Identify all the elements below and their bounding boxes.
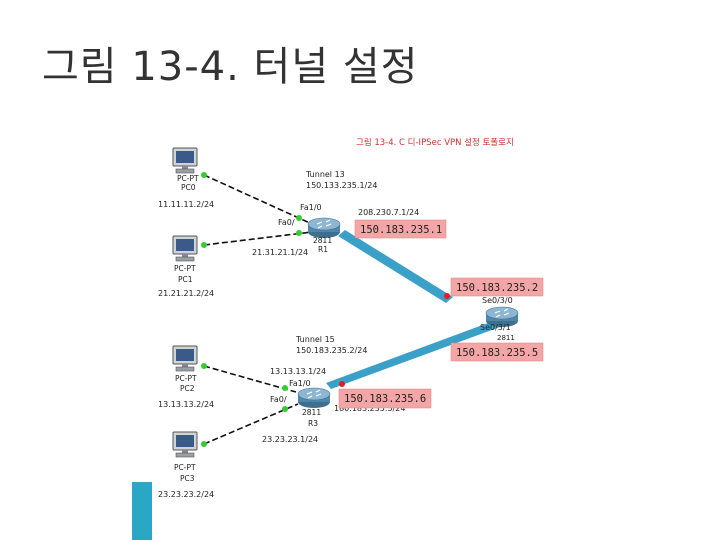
link-pc1-r1 [203,231,313,246]
ip-box-r2b-text: 150.183.235.5 [456,347,538,359]
pc1-name: PC1 [178,275,193,284]
r2-model: 2811 [497,334,515,342]
pc3-name: PC3 [180,474,195,483]
pc-icon [172,147,198,174]
tunnel13-ip: 150.133.235.1/24 [306,181,377,190]
ip-box-r3-text: 150.183.235.6 [344,393,426,405]
slide-title: 그림 13-4. 터널 설정 [42,44,419,90]
r3-name: R3 [308,419,318,428]
r3-model: 2811 [302,408,321,417]
pc2-name: PC2 [180,384,195,393]
pc3-ip: 23.23.23.2/24 [158,490,214,499]
pc0-type: PC-PT [177,174,199,183]
ip-box-r2a: 150.183.235.2 [450,277,544,297]
r3-lan2-label: 23.23.23.1/24 [262,435,318,444]
pc1[interactable]: PC-PT PC1 21.21.21.2/24 [158,235,214,298]
tunnel15-name: Tunnel 15 [295,335,335,344]
lan-links [203,174,313,445]
router-icon [307,217,341,239]
r3-fa0-label: Fa1/0 [289,379,311,388]
pc-icon [172,235,198,262]
ip-box-r3: 150.183.235.6 [338,388,432,409]
r3-lan1-label: 13.13.13.1/24 [270,367,326,376]
router-icon [297,387,331,409]
ip-box-r1: 150.183.235.1 [354,219,447,239]
pc2-type: PC-PT [175,374,197,383]
r3-wan-label: 180.183.235.5/24 [334,404,405,413]
r1-name: R1 [318,245,328,254]
pc0-name: PC0 [181,183,196,192]
ip-box-r1-text: 150.183.235.1 [360,224,442,236]
link-r3-r2 [326,320,500,389]
link-pc0-r1 [203,174,313,225]
accent-band [132,482,152,540]
pc0-ip: 11.11.11.2/24 [158,200,214,209]
tunnel15-ip: 150.183.235.2/24 [296,346,367,355]
pc0[interactable]: PC-PT PC0 11.11.11.2/24 [158,147,214,209]
router-r2[interactable]: 2811 [485,306,519,342]
link-r1-r2 [338,230,453,303]
pc3-type: PC-PT [174,463,196,472]
pc-icon [172,431,198,458]
diagram-caption: 그림 13-4. C 디-IPSec VPN 설정 토폴로지 [356,137,514,148]
pc1-ip: 21.21.21.2/24 [158,289,214,298]
ip-box-r2a-text: 150.183.235.2 [456,282,538,294]
pc-icon [172,345,198,372]
serial-links [326,230,500,389]
r2-s1-label: Se0/3/1 [480,323,511,332]
r3-fa1-label: Fa0/ [270,395,287,404]
r1-wan-label: 208.230.7.1/24 [358,208,419,217]
r1-fa0-label: Fa1/0 [300,203,322,212]
link-pc3-r3 [203,403,299,445]
r1-model: 2811 [313,236,332,245]
port-dots [201,172,498,447]
r1-lan2-label: 21.31.21.1/24 [252,248,308,257]
router-r1[interactable]: 2811 R1 [307,217,341,254]
ip-box-r2b: 150.183.235.5 [450,342,544,362]
pc2-ip: 13.13.13.2/24 [158,400,214,409]
tunnel13-name: Tunnel 13 [305,170,345,179]
pc2[interactable]: PC-PT PC2 13.13.13.2/24 [158,345,214,409]
pc3[interactable]: PC-PT PC3 23.23.23.2/24 [158,431,214,499]
link-pc2-r3 [203,365,297,393]
interface-labels: Tunnel 13 150.133.235.1/24 Fa1/0 Fa0/ 20… [252,170,513,444]
r2-s0-label: Se0/3/0 [482,296,513,305]
r1-fa1-label: Fa0/ [278,218,295,227]
router-r3[interactable]: 2811 R3 [297,387,331,428]
pc1-type: PC-PT [174,264,196,273]
